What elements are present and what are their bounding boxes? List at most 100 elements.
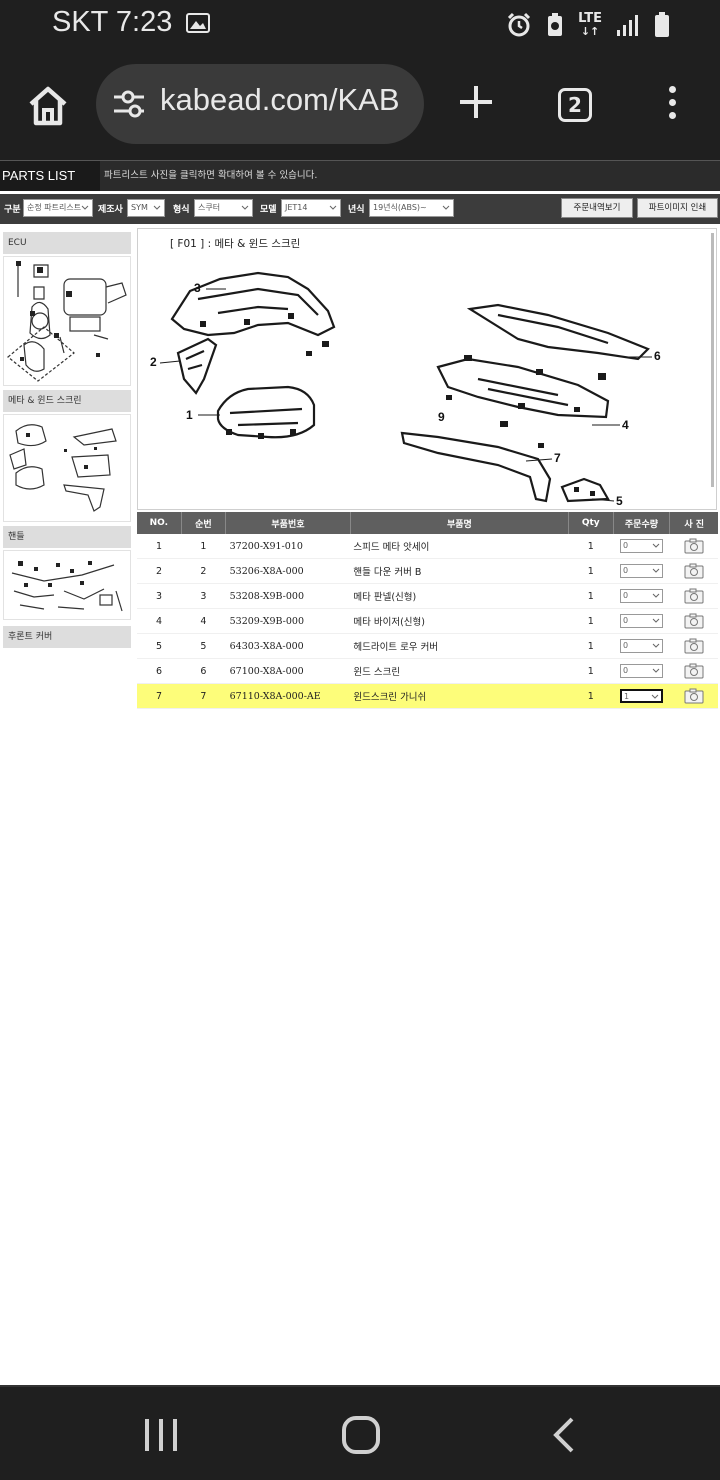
chevron-down-icon — [652, 543, 660, 548]
division-label: 구분 — [4, 205, 21, 215]
order-qty-select[interactable]: 0 — [619, 564, 663, 578]
url-text: kabead.com/KAB — [160, 82, 400, 117]
sidebar-item-handle[interactable]: 핸들 — [3, 526, 131, 548]
chevron-down-icon — [81, 205, 89, 210]
order-qty-cell: 0 — [613, 558, 670, 584]
order-qty-select[interactable]: 1 — [619, 689, 663, 703]
sidebar-item-front-cover[interactable]: 후론트 커버 — [3, 626, 131, 648]
camera-icon[interactable] — [684, 638, 704, 654]
order-qty-cell: 0 — [613, 633, 670, 659]
photo-cell — [669, 658, 718, 684]
part-qty: 1 — [568, 633, 614, 659]
part-name: 핸들 다운 커버 B — [350, 558, 569, 584]
sidebar-item-meter-windscreen[interactable]: 메타 & 윈드 스크린 — [3, 390, 131, 412]
web-content: PARTS LIST 파트리스트 사진을 클릭하면 확대하여 볼 수 있습니다.… — [0, 160, 720, 1385]
part-name: 윈드 스크린 — [350, 658, 569, 684]
part-qty: 1 — [568, 683, 614, 709]
maker-select[interactable]: SYM — [127, 199, 165, 217]
row-number: 1 — [137, 534, 182, 559]
row-sequence: 5 — [181, 633, 226, 659]
diagram-scrollbar[interactable] — [711, 233, 714, 487]
camera-icon[interactable] — [684, 688, 704, 704]
gallery-notification-icon — [186, 13, 210, 33]
row-number: 2 — [137, 558, 182, 584]
order-qty-select[interactable]: 0 — [619, 664, 663, 678]
back-icon[interactable] — [548, 1415, 578, 1455]
division-select[interactable]: 순정 파트리스트 — [23, 199, 93, 217]
chevron-down-icon — [652, 643, 660, 648]
tab-switcher-button[interactable]: 2 — [558, 88, 592, 122]
ecu-parts-illustration — [7, 261, 127, 382]
chevron-down-icon — [652, 568, 660, 573]
camera-icon[interactable] — [684, 613, 704, 629]
camera-icon[interactable] — [684, 538, 704, 554]
chevron-down-icon — [153, 205, 161, 210]
order-history-button[interactable]: 주문내역보기 — [561, 198, 633, 218]
photo-cell — [669, 683, 718, 709]
photo-cell — [669, 633, 718, 659]
column-header: 부품명 — [350, 512, 569, 534]
part-number: 53206-X8A-000 — [225, 558, 351, 584]
part-qty: 1 — [568, 583, 614, 609]
model-label: 모델 — [260, 205, 277, 215]
order-qty-cell: 0 — [613, 608, 670, 634]
print-image-button[interactable]: 파트이미지 인쇄 — [637, 198, 718, 218]
meter-windscreen-thumbnail[interactable] — [3, 414, 131, 522]
order-qty-select[interactable]: 0 — [619, 614, 663, 628]
model-select[interactable]: JET14 — [281, 199, 341, 217]
order-qty-select[interactable]: 0 — [619, 589, 663, 603]
part-qty: 1 — [568, 534, 614, 559]
part-qty: 1 — [568, 558, 614, 584]
row-sequence: 6 — [181, 658, 226, 684]
row-sequence: 7 — [181, 683, 226, 709]
year-select[interactable]: 19년식(ABS)~ — [369, 199, 454, 217]
new-tab-button[interactable] — [456, 82, 496, 126]
address-bar[interactable]: kabead.com/KAB — [96, 64, 424, 144]
dot-icon — [668, 99, 676, 106]
part-name: 헤드라이트 로우 커버 — [350, 633, 569, 659]
handle-thumbnail[interactable] — [3, 550, 131, 620]
part-number: 53208-X9B-000 — [225, 583, 351, 609]
parts-diagram[interactable]: [ F01 ] : 메타 & 윈드 스크린 — [137, 228, 717, 510]
system-nav-bar — [0, 1385, 720, 1480]
battery-icon — [655, 12, 669, 37]
row-sequence: 1 — [181, 534, 226, 559]
callout-label: 5 — [616, 494, 623, 507]
sidebar-item-ecu[interactable]: ECU — [3, 232, 131, 254]
column-header: 순번 — [181, 512, 227, 534]
browser-toolbar: kabead.com/KAB 2 — [0, 50, 720, 160]
camera-icon[interactable] — [684, 588, 704, 604]
title-arrow-icon — [82, 161, 96, 191]
row-number: 7 — [137, 683, 182, 709]
column-header: NO. — [137, 512, 182, 534]
camera-icon[interactable] — [684, 563, 704, 579]
row-sequence: 3 — [181, 583, 226, 609]
camera-icon[interactable] — [684, 663, 704, 679]
type-select[interactable]: 스쿠터 — [194, 199, 253, 217]
order-qty-select[interactable]: 0 — [619, 539, 663, 553]
callout-label: 9 — [438, 410, 445, 424]
home-nav-icon[interactable] — [340, 1414, 382, 1456]
site-settings-icon[interactable] — [112, 88, 146, 120]
filter-bar: 구분 순정 파트리스트 제조사 SYM 형식 스쿠터 모델 JET14 년식 1… — [0, 194, 720, 224]
order-qty-select[interactable]: 0 — [619, 639, 663, 653]
battery-saver-icon — [548, 13, 563, 36]
ecu-thumbnail[interactable] — [3, 256, 131, 386]
photo-cell — [669, 534, 718, 559]
home-button[interactable] — [24, 82, 72, 130]
more-menu-button[interactable] — [660, 86, 684, 126]
order-qty-cell: 0 — [613, 534, 670, 559]
part-name: 메타 바이저(신형) — [350, 608, 569, 634]
status-bar: SKT 7:23 LTE↓↑ — [0, 0, 720, 50]
year-label: 년식 — [348, 205, 365, 215]
photo-cell — [669, 558, 718, 584]
dot-icon — [668, 112, 676, 119]
recents-icon[interactable] — [143, 1415, 179, 1455]
